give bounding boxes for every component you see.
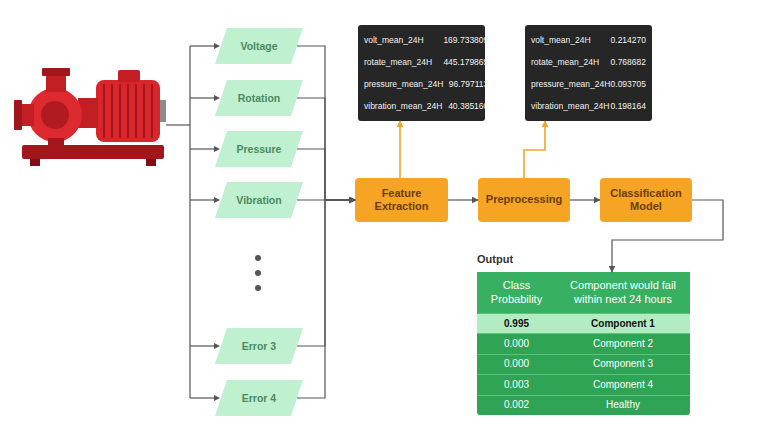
- pump-illustration: [14, 68, 166, 166]
- feature-value: 445.179865: [443, 57, 488, 67]
- connector: [297, 149, 355, 200]
- probability-cell: 0.995: [477, 313, 556, 333]
- probability-cell: 0.000: [477, 333, 556, 353]
- feature-name: vibration_mean_24H: [531, 101, 611, 111]
- feature-value: 169.733809: [443, 35, 488, 45]
- table-header-cell: Class Probability: [477, 272, 556, 313]
- class-cell: Component 4: [556, 374, 690, 394]
- class-cell: Healthy: [556, 395, 690, 415]
- parallelogram-fill: [215, 131, 303, 167]
- process-label: Preprocessing: [486, 193, 562, 206]
- parallelogram-fill: [215, 328, 303, 364]
- feature-value: 0.198164: [611, 101, 646, 111]
- parallelogram-fill: [215, 182, 303, 218]
- feature-table: volt_mean_24H169.733809 rotate_mean_24H44…: [358, 25, 485, 121]
- feature-value: 40.385160: [443, 101, 488, 111]
- connector: [524, 121, 545, 178]
- feature-table: volt_mean_24H0.214270 rotate_mean_24H0.76…: [525, 25, 652, 121]
- class-cell: Component 3: [556, 354, 690, 374]
- probability-cell: 0.003: [477, 374, 556, 394]
- connector: [612, 200, 723, 272]
- output-table: OutputClass ProbabilityComponent would f…: [477, 272, 690, 415]
- sensor-arrowheads: [214, 43, 220, 401]
- connector: [297, 200, 355, 398]
- input-label: Voltage: [215, 28, 303, 64]
- process-label: Classification Model: [608, 187, 684, 213]
- sensor-wires: [166, 46, 214, 398]
- process-box: Preprocessing: [478, 178, 570, 222]
- feature-value: 0.768682: [611, 57, 646, 67]
- feature-name: rotate_mean_24H: [364, 57, 443, 67]
- process-box: Classification Model: [600, 178, 692, 222]
- input-label: Pressure: [215, 131, 303, 167]
- input-parallelogram: Voltage: [215, 28, 303, 64]
- process-label: Feature Extraction: [363, 187, 440, 213]
- connector: [297, 46, 355, 200]
- feature-name: pressure_mean_24H: [364, 79, 443, 89]
- connector: [570, 199, 600, 200]
- probability-cell: 0.000: [477, 354, 556, 374]
- feature-name: pressure_mean_24H: [531, 79, 611, 89]
- input-parallelogram: Error 4: [215, 380, 303, 416]
- feature-value: 0.093705: [611, 79, 646, 89]
- class-cell: Component 1: [556, 313, 690, 333]
- feature-value: 96.797113: [443, 79, 488, 89]
- input-label: Vibration: [215, 182, 303, 218]
- parallelogram-fill: [215, 28, 303, 64]
- input-parallelogram: Error 3: [215, 328, 303, 364]
- feature-value: 0.214270: [611, 35, 646, 45]
- parallelogram-fill: [215, 80, 303, 116]
- input-parallelogram: Pressure: [215, 131, 303, 167]
- parallelogram-fill: [215, 380, 303, 416]
- feature-name: volt_mean_24H: [364, 35, 443, 45]
- input-label: Error 3: [215, 328, 303, 364]
- connector: [297, 200, 355, 346]
- feature-name: rotate_mean_24H: [531, 57, 611, 67]
- feature-name: vibration_mean_24H: [364, 101, 443, 111]
- table-header-cell: Component would fail within next 24 hour…: [556, 272, 690, 313]
- connector: [399, 121, 401, 178]
- output-heading: Output: [477, 253, 513, 265]
- input-parallelogram: Vibration: [215, 182, 303, 218]
- input-label: Rotation: [215, 80, 303, 116]
- input-parallelogram: Rotation: [215, 80, 303, 116]
- connector: [297, 98, 355, 200]
- connector: [297, 199, 355, 200]
- ellipsis-dots: [255, 255, 261, 291]
- connector: [448, 199, 478, 200]
- feature-name: volt_mean_24H: [531, 35, 611, 45]
- probability-cell: 0.002: [477, 395, 556, 415]
- class-cell: Component 2: [556, 333, 690, 353]
- process-box: Feature Extraction: [355, 178, 448, 222]
- input-label: Error 4: [215, 380, 303, 416]
